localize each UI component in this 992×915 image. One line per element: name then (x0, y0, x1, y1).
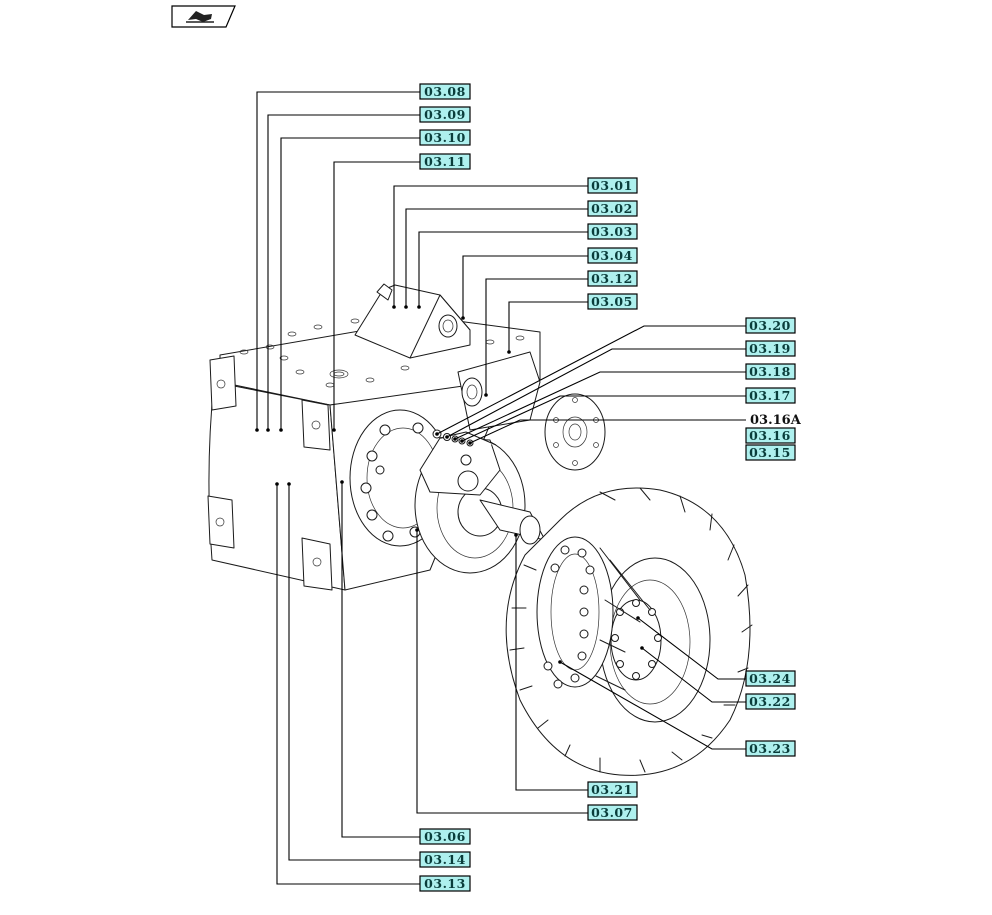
callout-label: 03.19 (749, 341, 791, 356)
callout-0310[interactable]: 03.10 (419, 129, 471, 146)
callout-0306[interactable]: 03.06 (419, 828, 471, 845)
callout-label: 03.12 (591, 271, 633, 286)
side-support-bracket (457, 351, 541, 431)
callout-0313[interactable]: 03.13 (419, 875, 471, 892)
callout-label: 03.08 (424, 84, 466, 99)
callout-label: 03.03 (591, 224, 633, 239)
callout-0302[interactable]: 03.02 (587, 200, 638, 217)
output-flange (544, 393, 606, 471)
callout-label: 03.13 (424, 876, 466, 891)
callout-0317[interactable]: 03.17 (745, 387, 796, 404)
callout-label: 03.14 (424, 852, 466, 867)
callout-0315[interactable]: 03.15 (745, 444, 796, 461)
callout-label: 03.18 (749, 364, 791, 379)
callout-0316[interactable]: 03.16 (745, 427, 796, 444)
callout-label: 03.16 (749, 428, 791, 443)
callout-label: 03.21 (591, 782, 633, 797)
callout-0314[interactable]: 03.14 (419, 851, 471, 868)
callout-0318[interactable]: 03.18 (745, 363, 796, 380)
callout-label: 03.09 (424, 107, 466, 122)
axle-assembly-drawing (207, 283, 753, 776)
callout-0304[interactable]: 03.04 (587, 247, 638, 264)
callout-0308[interactable]: 03.08 (419, 83, 471, 100)
callout-0322[interactable]: 03.22 (745, 693, 796, 710)
callout-0309[interactable]: 03.09 (419, 106, 471, 123)
callout-0312[interactable]: 03.12 (587, 270, 638, 287)
callout-label: 03.01 (591, 178, 633, 193)
manual-reference-tag[interactable] (171, 5, 236, 28)
callout-label: 03.04 (591, 248, 633, 263)
book-hand-icon (186, 11, 214, 23)
callout-0307[interactable]: 03.07 (587, 804, 638, 821)
callout-label: 03.20 (749, 318, 791, 333)
callout-0321[interactable]: 03.21 (587, 781, 638, 798)
hub-casting (414, 431, 546, 574)
callout-label: 03.10 (424, 130, 466, 145)
callout-label: 03.23 (749, 741, 791, 756)
callout-0323[interactable]: 03.23 (745, 740, 796, 757)
callout-label: 03.05 (591, 294, 633, 309)
callout-label: 03.17 (749, 388, 791, 403)
callout-0316a[interactable]: 03.16A (750, 413, 802, 428)
callout-0324[interactable]: 03.24 (745, 670, 796, 687)
callout-0320[interactable]: 03.20 (745, 317, 796, 334)
callout-0311[interactable]: 03.11 (419, 153, 471, 170)
wheel-tire (505, 487, 753, 776)
callout-label: 03.11 (424, 154, 466, 169)
callout-label: 03.24 (749, 671, 791, 686)
callout-label: 03.16A (750, 413, 802, 428)
callout-0305[interactable]: 03.05 (587, 293, 638, 310)
top-mount-bracket (354, 283, 471, 359)
callout-label: 03.07 (591, 805, 633, 820)
callout-label: 03.15 (749, 445, 791, 460)
callout-0301[interactable]: 03.01 (587, 177, 638, 194)
callout-label: 03.06 (424, 829, 466, 844)
callout-0319[interactable]: 03.19 (745, 340, 796, 357)
callout-0303[interactable]: 03.03 (587, 223, 638, 240)
callout-label: 03.22 (749, 694, 791, 709)
callout-label: 03.02 (591, 201, 633, 216)
leader-lines (255, 91, 746, 885)
